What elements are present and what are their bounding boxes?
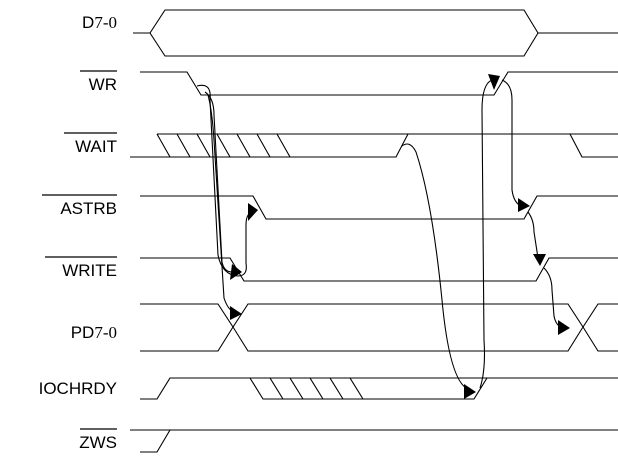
- iochrdy-hatch: [269, 377, 364, 400]
- label-d7-0: D7-0: [82, 13, 117, 32]
- wait-hatch: [156, 133, 291, 158]
- arrow-wait-to-iochrdy: [401, 143, 476, 399]
- arrow-write-to-pd7-0: [543, 267, 570, 335]
- wave-wait: [130, 133, 618, 158]
- waveforms: [130, 9, 618, 453]
- label-zws: ZWS: [79, 428, 117, 452]
- wave-wr: [140, 71, 618, 96]
- arrow-wr-to-pd7-0: [207, 94, 242, 320]
- label-wr: WR: [80, 70, 117, 94]
- wave-zws: [130, 429, 618, 453]
- wave-pd7-0: [140, 303, 618, 352]
- label-text: WRITE: [62, 261, 117, 280]
- signal-labels: D7-0 WR WAIT ASTRB WRITE PD7-0 IOCHRDY Z…: [39, 13, 117, 452]
- label-text: IOCHRDY: [39, 379, 117, 398]
- label-wait: WAIT: [64, 132, 117, 156]
- label-write: WRITE: [45, 256, 117, 280]
- label-text: ASTRB: [60, 199, 117, 218]
- label-text: D7-0: [82, 13, 117, 32]
- label-text: ZWS: [79, 433, 117, 452]
- label-text: WAIT: [75, 137, 117, 156]
- wave-write: [140, 257, 618, 282]
- wave-d7-0: [133, 9, 618, 57]
- label-text: WR: [89, 75, 117, 94]
- label-text: PD7-0: [71, 323, 117, 342]
- label-astrb: ASTRB: [42, 194, 117, 218]
- label-pd7-0: PD7-0: [71, 323, 117, 342]
- arrow-wr-to-write: [204, 91, 242, 280]
- arrow-wr-to-astrb-rise: [501, 79, 530, 212]
- arrow-iochrdy-to-wr: [479, 74, 500, 389]
- arrow-astrb-to-write: [527, 211, 546, 266]
- arrow-wr-to-astrb: [196, 84, 258, 277]
- causality-arrows: [196, 74, 570, 399]
- wave-astrb: [140, 195, 618, 220]
- label-iochrdy: IOCHRDY: [39, 379, 117, 398]
- wave-iochrdy: [140, 377, 618, 400]
